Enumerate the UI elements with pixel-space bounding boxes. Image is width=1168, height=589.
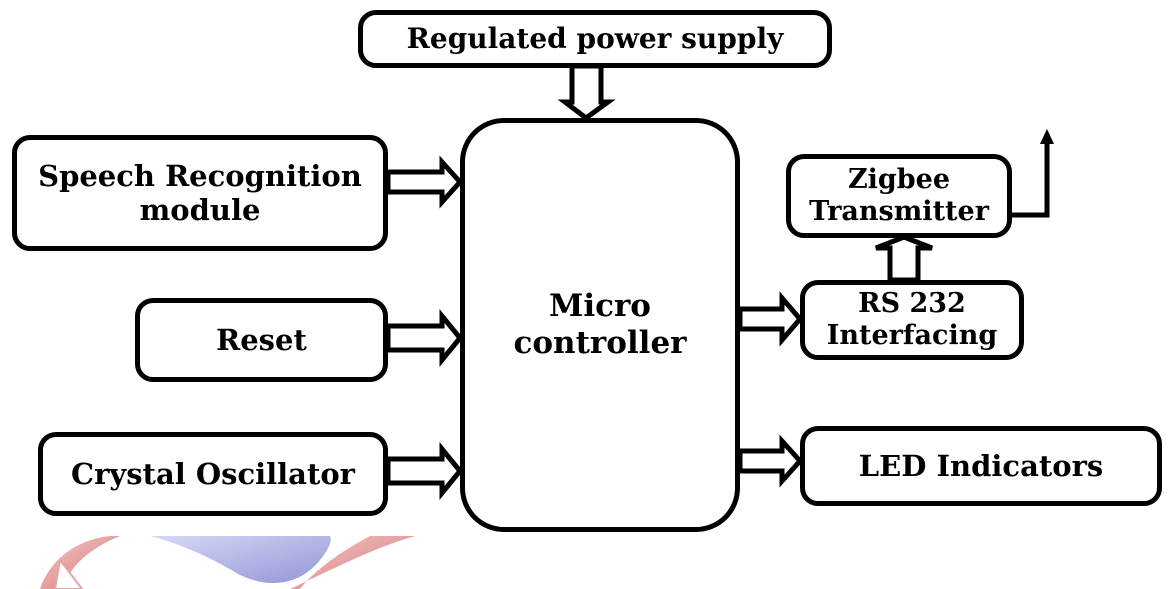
- micro-controller-block: Micro controller: [460, 118, 740, 532]
- arrow-power-to-micro: [557, 63, 616, 122]
- reset-block: Reset: [135, 298, 388, 382]
- arrow-micro-to-led: [737, 434, 804, 488]
- arrow-speech-to-micro: [385, 155, 464, 209]
- speech-label-line2: module: [139, 193, 261, 227]
- antenna-line: [1010, 142, 1050, 218]
- rs232-label-line1: RS 232: [858, 288, 966, 320]
- arrow-reset-to-micro: [385, 308, 464, 368]
- regulated-power-supply-block: Regulated power supply: [358, 10, 832, 68]
- zigbee-transmitter-block: Zigbee Transmitter: [786, 154, 1012, 238]
- crystal-label: Crystal Oscillator: [71, 456, 355, 491]
- power-supply-label: Regulated power supply: [406, 22, 784, 56]
- speech-recognition-block: Speech Recognition module: [12, 135, 388, 251]
- zigbee-label-line2: Transmitter: [809, 196, 989, 227]
- rs232-label-line2: Interfacing: [826, 320, 998, 351]
- micro-label-line1: Micro: [549, 288, 651, 325]
- rs232-interfacing-block: RS 232 Interfacing: [800, 280, 1024, 360]
- led-label: LED Indicators: [858, 448, 1104, 483]
- crystal-oscillator-block: Crystal Oscillator: [38, 432, 388, 516]
- antenna-arrowhead: [1040, 129, 1054, 144]
- micro-label-line2: controller: [513, 325, 687, 361]
- arrow-micro-to-rs232: [737, 291, 804, 347]
- arrow-crystal-to-micro: [385, 441, 464, 501]
- speech-label-line1: Speech Recognition: [38, 158, 362, 193]
- reset-label: Reset: [216, 322, 307, 357]
- zigbee-label-line1: Zigbee: [847, 164, 951, 196]
- arrow-rs232-to-zigbee: [875, 234, 933, 283]
- led-indicators-block: LED Indicators: [800, 426, 1162, 506]
